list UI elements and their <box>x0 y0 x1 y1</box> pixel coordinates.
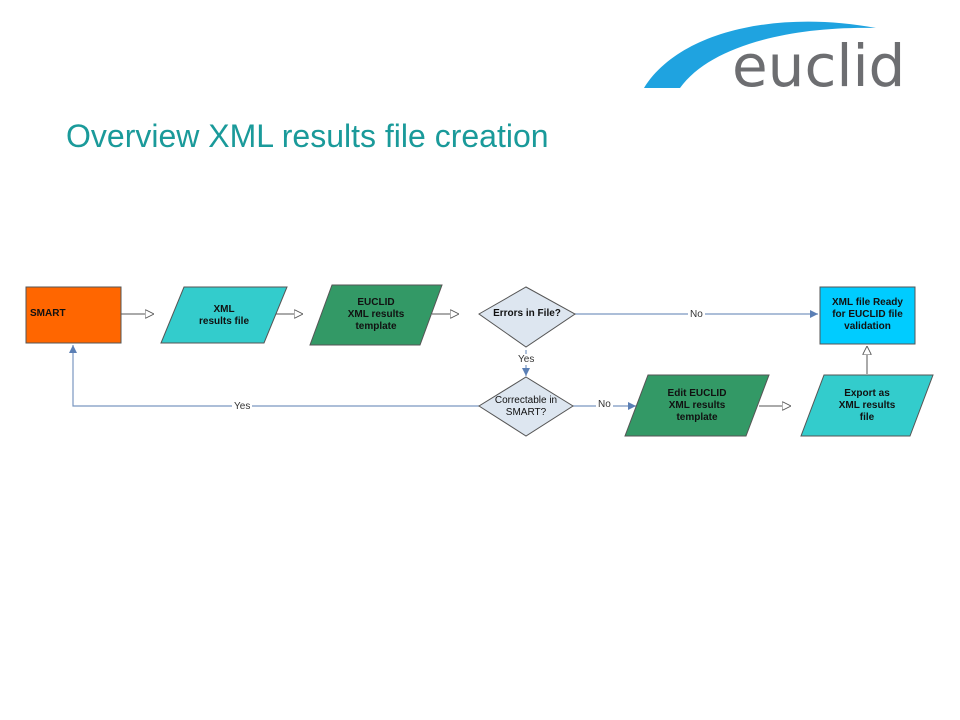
edge-label-correctable-yes: Yes <box>232 401 253 412</box>
logo-arc-swoosh <box>644 21 876 88</box>
node-xml-results-file <box>160 286 288 344</box>
euclid-logo: euclid <box>644 21 905 100</box>
node-errors-in-file-label: Errors in File? <box>493 308 561 319</box>
node-edit-template-label: Edit EUCLID XML results template <box>667 388 727 423</box>
node-export-file <box>800 374 934 437</box>
node-smart <box>25 286 122 344</box>
logo-text: euclid <box>732 32 905 100</box>
node-correctable-label: Correctable in SMART? <box>494 395 558 418</box>
node-smart-label: SMART <box>30 308 66 319</box>
slide-title: Overview XML results file creation <box>66 118 549 154</box>
node-xml-results-file-label: XML results file <box>198 304 250 327</box>
edge-label-errors-yes: Yes <box>516 354 537 365</box>
edge-label-correctable-no: No <box>596 399 613 410</box>
node-edit-template <box>624 374 770 437</box>
node-ready-for-validation <box>819 286 916 345</box>
node-export-file-label: Export as XML results file <box>838 388 896 423</box>
node-ready-for-validation-label: XML file Ready for EUCLID file validatio… <box>832 297 903 332</box>
node-euclid-template <box>309 284 443 346</box>
edge-correctable-yes-to-smart <box>69 345 479 407</box>
node-correctable-in-smart <box>478 376 574 437</box>
node-errors-in-file <box>478 286 576 348</box>
node-euclid-template-label: EUCLID XML results template <box>347 297 405 332</box>
edge-label-errors-no: No <box>688 309 705 320</box>
